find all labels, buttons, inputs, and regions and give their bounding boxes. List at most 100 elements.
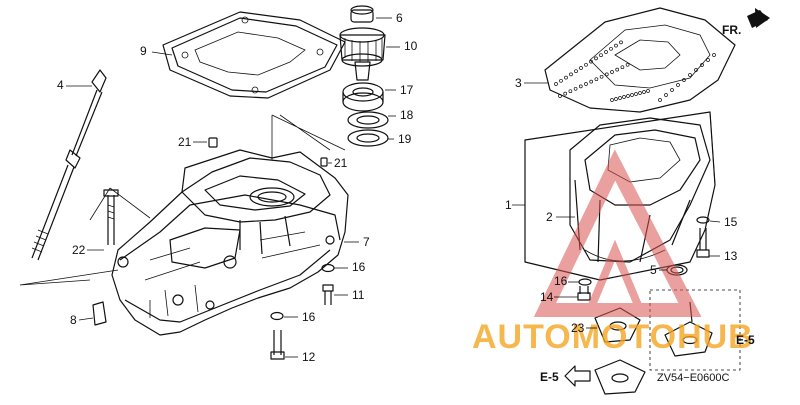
plate-hole — [563, 91, 568, 96]
pin-21b — [320, 157, 328, 167]
plate-hole — [589, 79, 594, 84]
plate-hole — [634, 92, 638, 96]
plate-hole — [568, 89, 573, 94]
section-ref-bottom: E-5 — [540, 370, 559, 384]
washer-17 — [578, 278, 592, 286]
bolt-12 — [270, 330, 285, 360]
plate-hole — [625, 62, 630, 67]
plate-hole — [589, 59, 593, 64]
plate-hole — [569, 72, 573, 77]
callout-8: 8 — [70, 313, 77, 327]
plate-hole — [658, 98, 662, 102]
callout-4: 4 — [57, 78, 64, 92]
callout-22: 22 — [72, 243, 86, 257]
e5-bottom-bracket — [594, 359, 646, 395]
callout-7: 7 — [363, 235, 370, 249]
plate-hole — [614, 97, 618, 101]
plate-hole — [578, 84, 583, 89]
callout-17: 16 — [554, 274, 568, 288]
plate-hole — [646, 89, 650, 93]
e5-arrow — [564, 365, 591, 387]
callout-23: 23 — [571, 321, 585, 335]
plate-hole — [626, 94, 630, 98]
plate-hole — [559, 78, 563, 83]
callout-10: 10 — [404, 39, 418, 53]
dipstick-part — [31, 69, 107, 261]
plate-hole — [610, 70, 614, 74]
plate-hole — [558, 94, 562, 98]
callout-9: 9 — [140, 44, 147, 58]
washer-16a — [321, 263, 335, 273]
plate-hole — [573, 86, 578, 91]
callout-14: 14 — [540, 290, 554, 304]
callout-11: 11 — [352, 288, 365, 302]
plate-hole — [594, 77, 599, 82]
drawing-code: ZV54−E0600C — [657, 372, 730, 384]
plate-hole — [604, 72, 609, 77]
callout-21-left: 21 — [178, 135, 192, 149]
plate-hole — [599, 53, 603, 58]
callout-13: 13 — [724, 249, 738, 263]
plate-hole — [619, 40, 623, 45]
plate-hole — [594, 56, 598, 61]
plate-hole — [642, 90, 646, 94]
cap-8 — [92, 301, 107, 326]
plate-hole — [618, 96, 622, 100]
plate-hole — [599, 74, 604, 79]
plate-hole — [564, 75, 568, 80]
pin-21a — [208, 137, 218, 148]
callout-5: 5 — [650, 263, 657, 277]
bolt-14 — [577, 286, 591, 301]
watermark-brand-text: AUTOMOTOHUB — [472, 318, 754, 356]
plate-perforations — [554, 40, 716, 102]
washer-16b — [270, 311, 284, 321]
callout-20: 19 — [398, 132, 412, 146]
callout-1: 1 — [505, 198, 512, 212]
plate-hole — [554, 82, 558, 86]
gear-stack — [339, 5, 389, 147]
plate-hole — [638, 91, 642, 95]
bolt-13 — [696, 228, 710, 258]
plate-hole — [614, 43, 618, 48]
plate-hole — [615, 67, 620, 72]
e5-detail-box — [649, 289, 741, 371]
callout-16-lower: 16 — [302, 310, 316, 324]
front-direction-indicator: FR. — [722, 8, 770, 37]
callout-layer: 9 4 6 10 17 18 19 21 21 7 22 16 11 8 16 … — [57, 11, 755, 384]
plate-hole — [664, 93, 668, 97]
callout-3: 3 — [515, 76, 522, 90]
front-direction-label: FR. — [722, 23, 741, 37]
plate-hole — [688, 73, 692, 77]
plate-hole — [579, 66, 583, 70]
plate-hole — [712, 53, 716, 57]
plate-hole — [694, 68, 698, 72]
plate-hole — [620, 65, 625, 70]
callout-12: 12 — [302, 350, 316, 364]
callout-2: 2 — [546, 210, 553, 224]
bolt-22 — [103, 189, 119, 245]
plate-hole — [584, 62, 588, 67]
plate-hole — [574, 69, 578, 74]
callout-15: 15 — [724, 215, 738, 229]
oil-case-part — [111, 149, 349, 336]
plate-hole — [610, 98, 614, 102]
plate-hole — [670, 88, 674, 92]
washer-15 — [696, 216, 710, 224]
callout-18: 17 — [400, 83, 414, 97]
plate-hole — [584, 82, 588, 86]
callout-19: 18 — [400, 108, 414, 122]
section-ref-right: E-5 — [736, 333, 755, 347]
callout-16-upper: 16 — [352, 260, 366, 274]
bolt-11 — [322, 284, 334, 305]
callout-21-right: 21 — [334, 156, 348, 170]
watermark-logo — [533, 149, 702, 317]
plate-hole — [700, 63, 704, 67]
plate-hole — [604, 50, 608, 54]
plate-hole — [622, 95, 626, 99]
plate-hole — [706, 58, 710, 62]
plate-gasket-part — [544, 7, 736, 113]
plate-hole — [676, 83, 680, 87]
plate-hole — [682, 78, 686, 82]
